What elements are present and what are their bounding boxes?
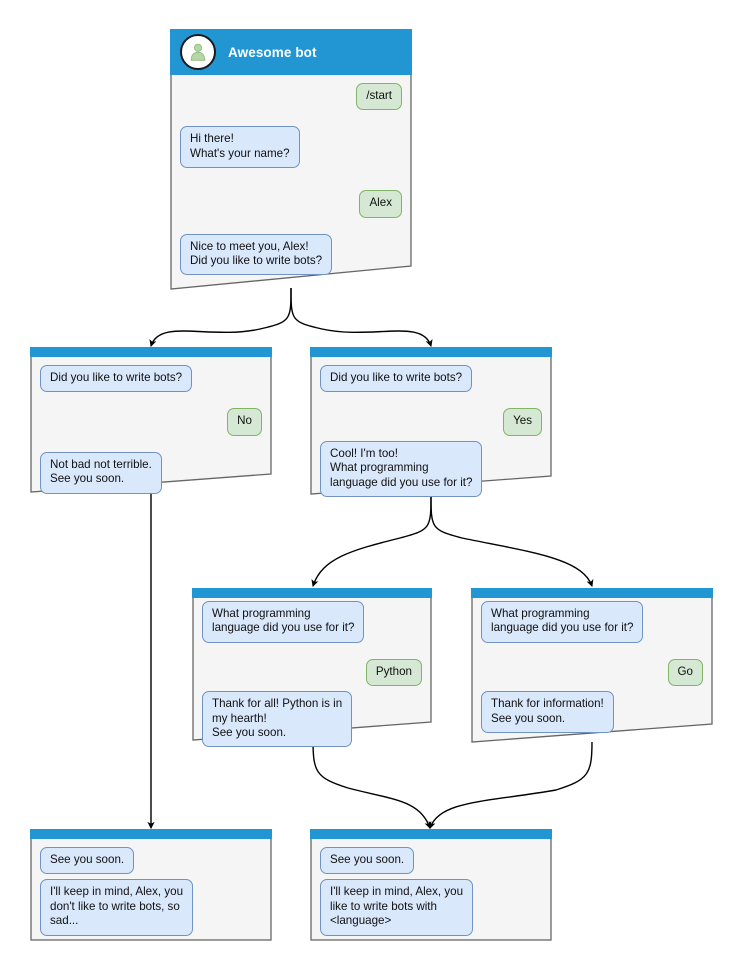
bot-message-bubble[interactable]: What programming language did you use fo… <box>481 601 644 643</box>
edge-python-to-end-happy <box>312 739 432 830</box>
bot-message-bubble[interactable]: Did you like to write bots? <box>40 365 193 393</box>
bot-message-bubble[interactable]: Cool! I'm too! What programming language… <box>320 440 483 498</box>
user-message-bubble[interactable]: Alex <box>359 190 402 218</box>
bot-message-bubble[interactable]: I'll keep in mind, Alex, you don't like … <box>40 879 194 936</box>
message-row: Thank for information! See you soon. <box>481 691 703 734</box>
node-titlebar <box>192 588 432 598</box>
user-message-bubble[interactable]: Python <box>365 658 422 687</box>
message-row: See you soon. <box>320 847 542 875</box>
message-row: Cool! I'm too! What programming language… <box>320 440 542 498</box>
message-row: Python <box>202 658 422 687</box>
message-row: What programming language did you use fo… <box>202 601 422 643</box>
user-message-bubble[interactable]: Yes <box>503 408 542 436</box>
message-row: I'll keep in mind, Alex, you don't like … <box>40 879 262 936</box>
node-titlebar <box>30 347 272 357</box>
node-end-happy[interactable]: See you soon. I'll keep in mind, Alex, y… <box>310 829 552 941</box>
node-branch-go[interactable]: What programming language did you use fo… <box>471 588 713 743</box>
node-branch-yes[interactable]: Did you like to write bots? Yes Cool! I'… <box>310 347 552 498</box>
bot-message-bubble[interactable]: What programming language did you use fo… <box>202 601 365 643</box>
bot-message-bubble[interactable]: Nice to meet you, Alex! Did you like to … <box>180 233 333 276</box>
avatar-glyph <box>190 43 206 61</box>
node-titlebar <box>310 829 552 839</box>
node-branch-python[interactable]: What programming language did you use fo… <box>192 588 432 748</box>
user-message-bubble[interactable]: Go <box>667 658 703 687</box>
message-row: Did you like to write bots? <box>320 365 542 393</box>
bot-message-bubble[interactable]: Hi there! What's your name? <box>180 126 300 169</box>
person-avatar-icon <box>180 34 216 70</box>
user-message-bubble[interactable]: /start <box>356 83 402 111</box>
bot-message-bubble[interactable]: Thank for information! See you soon. <box>481 691 614 734</box>
branch-no-chat: Did you like to write bots? No Not bad n… <box>30 357 272 494</box>
node-titlebar <box>471 588 713 598</box>
bot-message-bubble[interactable]: See you soon. <box>320 847 415 875</box>
message-row: No <box>40 408 262 436</box>
bot-message-bubble[interactable]: See you soon. <box>40 847 135 875</box>
message-row: Did you like to write bots? <box>40 365 262 393</box>
edge-root-to-yes <box>290 287 433 348</box>
bot-message-bubble[interactable]: Thank for all! Python is in my hearth! S… <box>202 691 353 748</box>
message-row: Alex <box>180 190 402 218</box>
message-row: What programming language did you use fo… <box>481 601 703 643</box>
bot-message-bubble[interactable]: Not bad not terrible. See you soon. <box>40 451 162 494</box>
bot-message-bubble[interactable]: I'll keep in mind, Alex, you like to wri… <box>320 879 474 936</box>
node-titlebar <box>30 829 272 839</box>
user-message-bubble[interactable]: No <box>227 408 262 436</box>
node-titlebar <box>310 347 552 357</box>
message-row: /start <box>180 83 402 111</box>
edge-yes-to-go <box>430 493 594 588</box>
end-happy-chat: See you soon. I'll keep in mind, Alex, y… <box>310 839 552 941</box>
message-row: Nice to meet you, Alex! Did you like to … <box>180 233 402 276</box>
message-row: Thank for all! Python is in my hearth! S… <box>202 691 422 748</box>
message-row: Hi there! What's your name? <box>180 126 402 169</box>
message-row: Yes <box>320 408 542 436</box>
end-sad-chat: See you soon. I'll keep in mind, Alex, y… <box>30 839 272 941</box>
node-root[interactable]: Awesome bot /start Hi there! What's your… <box>170 29 412 290</box>
node-end-sad[interactable]: See you soon. I'll keep in mind, Alex, y… <box>30 829 272 941</box>
bot-name-label: Awesome bot <box>228 44 317 60</box>
edge-yes-to-python <box>311 493 432 588</box>
branch-yes-chat: Did you like to write bots? Yes Cool! I'… <box>310 357 552 498</box>
message-row: I'll keep in mind, Alex, you like to wri… <box>320 879 542 936</box>
message-row: See you soon. <box>40 847 262 875</box>
message-row: Go <box>481 658 703 687</box>
root-chat: /start Hi there! What's your name? Alex … <box>170 75 412 290</box>
bot-message-bubble[interactable]: Did you like to write bots? <box>320 365 473 393</box>
branch-go-chat: What programming language did you use fo… <box>471 598 713 743</box>
branch-python-chat: What programming language did you use fo… <box>192 598 432 748</box>
edge-root-to-no <box>149 287 292 348</box>
edge-go-to-end-happy <box>428 741 593 830</box>
root-titlebar: Awesome bot <box>170 29 412 75</box>
node-branch-no[interactable]: Did you like to write bots? No Not bad n… <box>30 347 272 494</box>
message-row: Not bad not terrible. See you soon. <box>40 451 262 494</box>
